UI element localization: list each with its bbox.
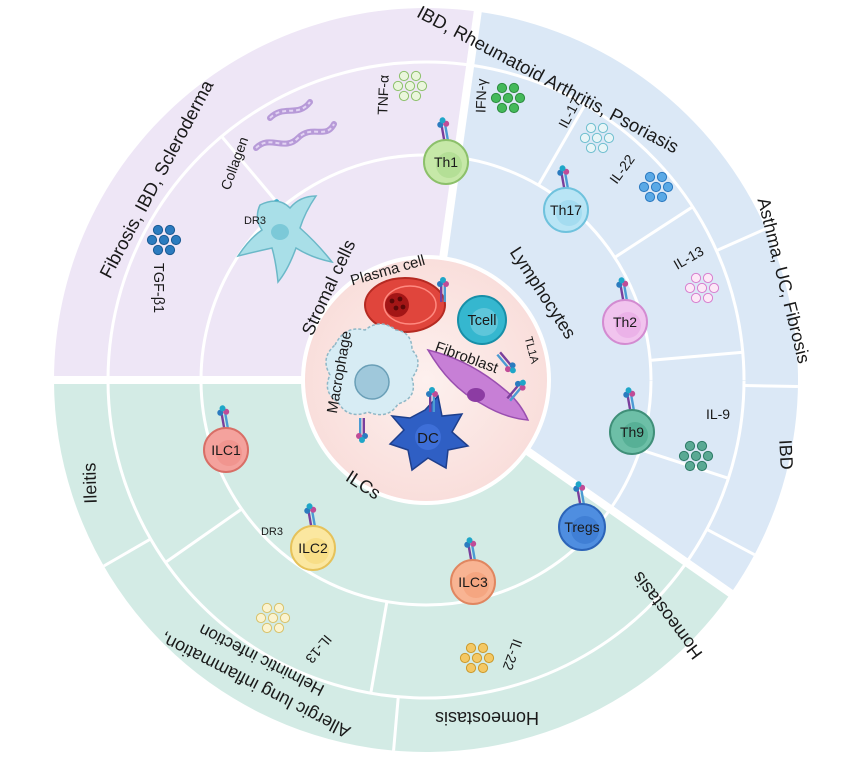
ilc2-cell xyxy=(290,525,336,571)
outer-label-bottom: Homeostasis xyxy=(435,708,539,728)
separators-layer xyxy=(46,3,798,751)
dendritic-cell xyxy=(388,394,470,472)
tregs-cell xyxy=(558,503,606,551)
dots-tgf-beta1 xyxy=(146,224,182,256)
receptor-ilc3 xyxy=(464,537,477,563)
separator-stromal-inner xyxy=(220,135,283,209)
collagen-fibers xyxy=(253,99,337,151)
receptor-th2 xyxy=(616,277,629,303)
receptor-tregs xyxy=(573,481,586,507)
dots-il22-th xyxy=(638,171,674,203)
separator-ilc2-ilc3 xyxy=(369,601,389,694)
th9-cell xyxy=(609,409,655,455)
dots-il9 xyxy=(678,440,714,472)
label-th1: Th1 xyxy=(434,154,458,170)
label-ilc3: ILC3 xyxy=(458,574,488,590)
cytokine-dots-layer xyxy=(146,70,720,674)
label-th17: Th17 xyxy=(550,202,582,218)
separator-th9-tregs xyxy=(639,448,729,480)
separator-th1-th17 xyxy=(537,103,587,186)
outer-label-right-lower: IBD xyxy=(775,439,797,470)
outer-label-left: Ileitis xyxy=(79,462,100,504)
separator-lymph-stromal xyxy=(439,3,483,259)
label-dc: DC xyxy=(417,430,439,447)
separator-th2-th9 xyxy=(650,350,743,362)
sector-ilcs xyxy=(54,380,731,752)
separator-outer-blue-2 xyxy=(743,384,798,388)
separator-outer-green-2 xyxy=(392,696,400,751)
plasma-cell xyxy=(364,277,446,333)
ilc3-cell xyxy=(450,559,496,605)
tcell xyxy=(457,295,507,345)
dots-tnf-alpha xyxy=(392,70,428,102)
label-tgf-beta1: TGF-β1 xyxy=(150,263,166,313)
separator-outer-blue-3 xyxy=(706,527,756,556)
receptor-th17 xyxy=(557,165,570,191)
label-ilc2: ILC2 xyxy=(298,540,328,556)
receptor-ilc1 xyxy=(217,405,230,431)
separator-th17-th2 xyxy=(613,205,694,259)
receptor-th1 xyxy=(437,117,450,143)
label-dr3-ilc2: DR3 xyxy=(261,526,283,538)
receptors-layer xyxy=(217,117,636,563)
label-ilc1: ILC1 xyxy=(211,442,241,458)
dots-il17 xyxy=(579,122,615,154)
separator-outer-blue-1 xyxy=(715,227,767,253)
macrophage xyxy=(325,323,419,416)
receptor-plasma xyxy=(437,277,449,302)
label-tnf-alpha: TNF-α xyxy=(374,75,391,116)
receptor-dc xyxy=(426,387,438,412)
dots-il13-th xyxy=(684,272,720,304)
dots-il22-ilc xyxy=(459,642,495,674)
fibroblast xyxy=(426,348,530,421)
label-th2: Th2 xyxy=(613,314,637,330)
receptor-fibroblast xyxy=(506,379,526,402)
th17-cell xyxy=(543,187,589,233)
th1-cell xyxy=(423,139,469,185)
dots-il13-ilc xyxy=(255,602,291,634)
receptor-tcell xyxy=(496,351,516,374)
label-dr3-stromal: DR3 xyxy=(244,215,266,227)
separator-ilc-lymph xyxy=(524,447,740,602)
receptor-macrophage xyxy=(356,418,368,443)
receptor-ilc2 xyxy=(304,503,317,529)
stromal-fibroblast xyxy=(236,195,334,284)
label-ifn-gamma: IFN-γ xyxy=(472,78,489,113)
label-il9: IL-9 xyxy=(706,406,730,422)
receptor-th9 xyxy=(623,387,636,413)
dots-ifn-gamma xyxy=(490,82,526,114)
separator-outer-green-1 xyxy=(103,537,152,568)
label-tregs: Tregs xyxy=(564,519,599,535)
label-tcell: Tcell xyxy=(467,313,496,329)
th2-cell xyxy=(602,299,648,345)
sector-stromal xyxy=(54,7,478,381)
separator-ilc1-ilc2 xyxy=(164,507,243,564)
label-th9: Th9 xyxy=(620,424,644,440)
ilc1-cell xyxy=(203,427,249,473)
